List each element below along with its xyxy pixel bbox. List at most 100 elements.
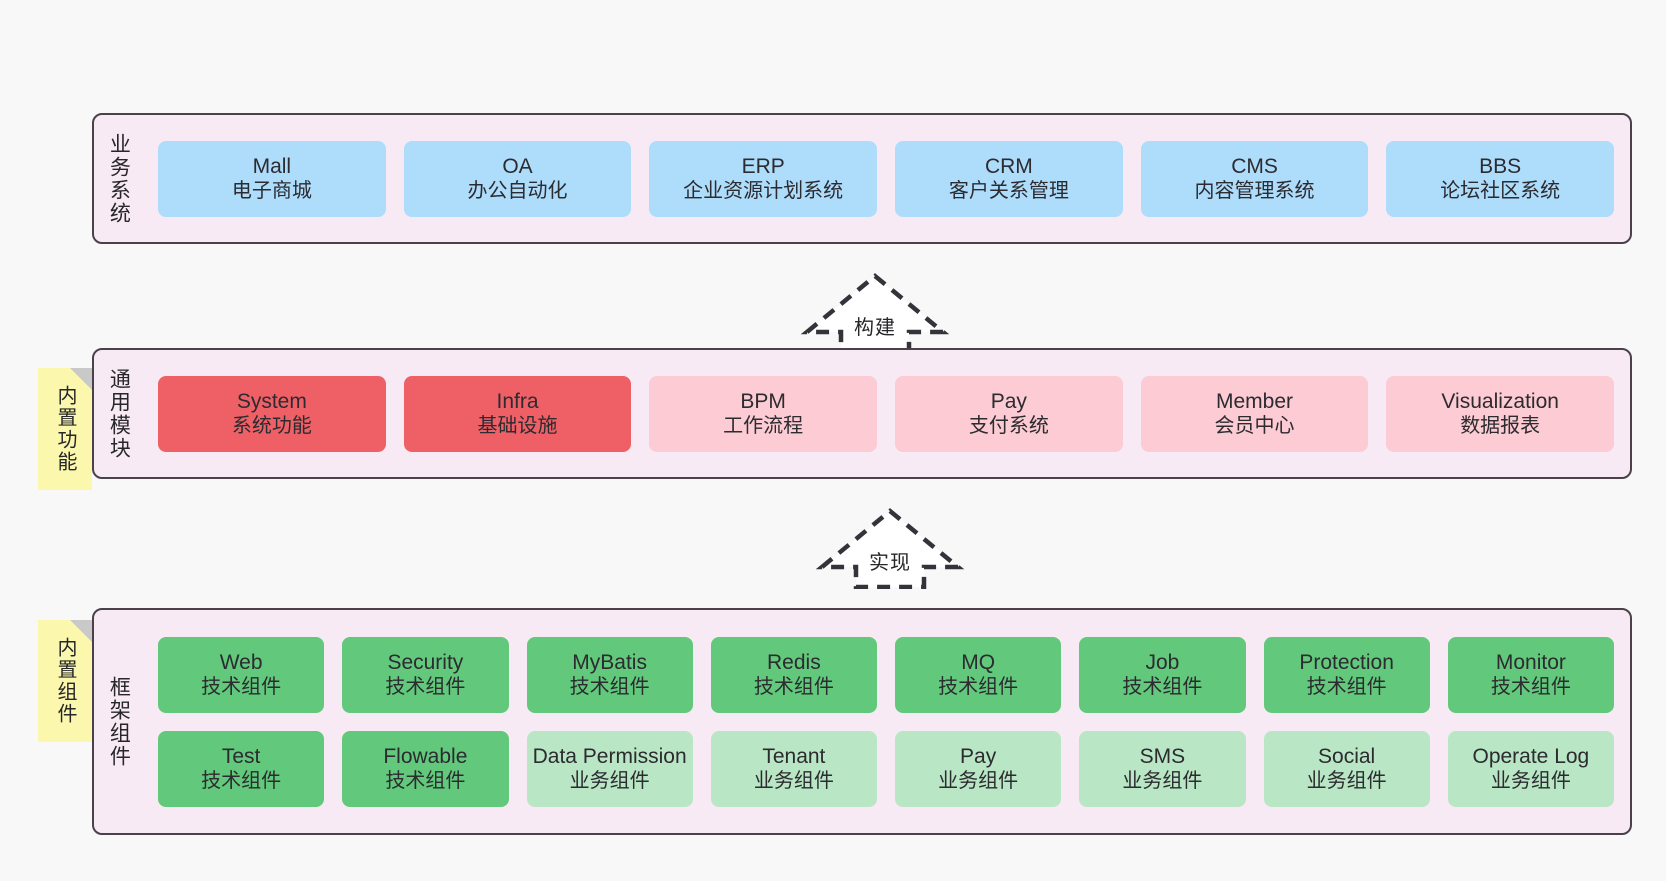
layer-framework-components: 框架组件 Web 技术组件 Security 技术组件 MyBatis 技术组件… (92, 608, 1632, 835)
node-flowable[interactable]: Flowable 技术组件 (342, 730, 509, 807)
node-subtitle: 业务组件 (753, 770, 834, 793)
node-tenant[interactable]: Tenant 业务组件 (710, 730, 877, 807)
node-subtitle: 技术组件 (201, 770, 282, 793)
layer-boxes-business-systems: Mall 电子商城 OA 办公自动化 ERP 企业资源计划系统 CRM 客户关系… (142, 115, 1630, 242)
node-visualization[interactable]: Visualization 数据报表 (1386, 375, 1615, 452)
node-job[interactable]: Job 技术组件 (1079, 636, 1246, 713)
node-subtitle: 办公自动化 (467, 180, 568, 203)
node-title: MQ (961, 650, 996, 674)
node-pay-module[interactable]: Pay 支付系统 (895, 375, 1123, 452)
node-crm[interactable]: CRM 客户关系管理 (895, 140, 1123, 217)
implement-arrow-label: 实现 (869, 552, 911, 574)
node-cms[interactable]: CMS 内容管理系统 (1140, 140, 1369, 217)
node-title: Flowable (383, 744, 468, 768)
node-erp[interactable]: ERP 企业资源计划系统 (649, 140, 878, 217)
node-subtitle: 工作流程 (723, 415, 804, 438)
layer-boxes-framework-components: Web 技术组件 Security 技术组件 MyBatis 技术组件 Redi… (142, 610, 1630, 833)
node-operate-log[interactable]: Operate Log 业务组件 (1447, 730, 1614, 807)
node-subtitle: 技术组件 (1306, 676, 1387, 699)
node-bbs[interactable]: BBS 论坛社区系统 (1386, 140, 1615, 217)
node-title: CMS (1231, 154, 1278, 178)
node-subtitle: 技术组件 (385, 676, 466, 699)
note-fold-corner (70, 368, 92, 390)
node-subtitle: 业务组件 (1490, 770, 1571, 793)
node-test[interactable]: Test 技术组件 (158, 730, 325, 807)
box-row: System 系统功能 Infra 基础设施 BPM 工作流程 Pay 支付系统… (158, 375, 1615, 452)
node-title: Operate Log (1472, 744, 1590, 768)
box-row: Mall 电子商城 OA 办公自动化 ERP 企业资源计划系统 CRM 客户关系… (158, 140, 1615, 217)
node-subtitle: 企业资源计划系统 (683, 180, 844, 203)
node-subtitle: 内容管理系统 (1194, 180, 1315, 203)
node-member[interactable]: Member 会员中心 (1140, 375, 1369, 452)
node-subtitle: 技术组件 (753, 676, 834, 699)
node-title: System (236, 389, 307, 413)
layer-title-framework-components: 框架组件 (107, 675, 131, 768)
node-data-permission[interactable]: Data Permission 业务组件 (526, 730, 693, 807)
build-arrow: 构建 (800, 272, 950, 354)
node-oa[interactable]: OA 办公自动化 (403, 140, 632, 217)
node-subtitle: 业务组件 (569, 770, 650, 793)
node-subtitle: 技术组件 (1122, 676, 1203, 699)
node-subtitle: 会员中心 (1214, 415, 1295, 438)
node-title: Test (221, 744, 261, 768)
node-subtitle: 客户关系管理 (948, 180, 1069, 203)
node-title: Visualization (1441, 389, 1559, 413)
node-title: Security (387, 650, 464, 674)
node-title: Redis (767, 650, 821, 674)
node-web[interactable]: Web 技术组件 (158, 636, 325, 713)
sticky-note-builtin-features: 内置功能 (38, 368, 92, 490)
node-pay-component[interactable]: Pay 业务组件 (895, 730, 1062, 807)
node-title: Job (1145, 650, 1180, 674)
node-title: Pay (990, 389, 1027, 413)
node-subtitle: 论坛社区系统 (1440, 180, 1561, 203)
node-bpm[interactable]: BPM 工作流程 (649, 375, 878, 452)
node-subtitle: 数据报表 (1460, 415, 1541, 438)
implement-arrow: 实现 (815, 507, 965, 589)
node-redis[interactable]: Redis 技术组件 (710, 636, 877, 713)
build-arrow-label: 构建 (854, 317, 896, 339)
node-subtitle: 技术组件 (385, 770, 466, 793)
node-mq[interactable]: MQ 技术组件 (895, 636, 1062, 713)
node-title: Member (1216, 389, 1294, 413)
node-subtitle: 技术组件 (201, 676, 282, 699)
node-title: SMS (1139, 744, 1186, 768)
node-subtitle: 技术组件 (569, 676, 650, 699)
node-subtitle: 系统功能 (231, 415, 312, 438)
node-subtitle: 基础设施 (477, 415, 558, 438)
node-monitor[interactable]: Monitor 技术组件 (1447, 636, 1614, 713)
implement-arrow-shape (815, 508, 965, 589)
note-fold-corner (70, 620, 92, 642)
node-subtitle: 业务组件 (1306, 770, 1387, 793)
layer-title-business-systems: 业务系统 (107, 132, 131, 225)
node-title: Tenant (762, 744, 826, 768)
node-infra[interactable]: Infra 基础设施 (403, 375, 632, 452)
node-title: BBS (1479, 154, 1522, 178)
node-security[interactable]: Security 技术组件 (342, 636, 509, 713)
node-protection[interactable]: Protection 技术组件 (1263, 636, 1430, 713)
node-title: BPM (740, 389, 786, 413)
node-subtitle: 技术组件 (1490, 676, 1571, 699)
layer-business-systems: 业务系统 Mall 电子商城 OA 办公自动化 ERP 企业资源计划系统 CRM… (92, 113, 1632, 244)
note-label: 内置功能 (54, 385, 76, 473)
note-label: 内置组件 (54, 637, 76, 725)
node-title: Infra (496, 389, 539, 413)
node-social[interactable]: Social 业务组件 (1263, 730, 1430, 807)
node-title: Social (1318, 744, 1376, 768)
box-row: Web 技术组件 Security 技术组件 MyBatis 技术组件 Redi… (158, 636, 1614, 713)
node-subtitle: 支付系统 (968, 415, 1049, 438)
node-title: Monitor (1495, 650, 1566, 674)
node-subtitle: 电子商城 (231, 180, 312, 203)
node-title: Web (219, 650, 263, 674)
node-mall[interactable]: Mall 电子商城 (158, 140, 386, 217)
node-subtitle: 业务组件 (938, 770, 1019, 793)
node-title: MyBatis (572, 650, 647, 674)
layer-common-modules: 通用模块 System 系统功能 Infra 基础设施 BPM 工作流程 Pay… (92, 348, 1632, 479)
node-title: CRM (984, 154, 1033, 178)
node-subtitle: 业务组件 (1122, 770, 1203, 793)
node-title: OA (502, 154, 533, 178)
node-sms[interactable]: SMS 业务组件 (1079, 730, 1246, 807)
node-system[interactable]: System 系统功能 (158, 375, 386, 452)
sticky-note-builtin-components: 内置组件 (38, 620, 92, 742)
node-mybatis[interactable]: MyBatis 技术组件 (526, 636, 693, 713)
